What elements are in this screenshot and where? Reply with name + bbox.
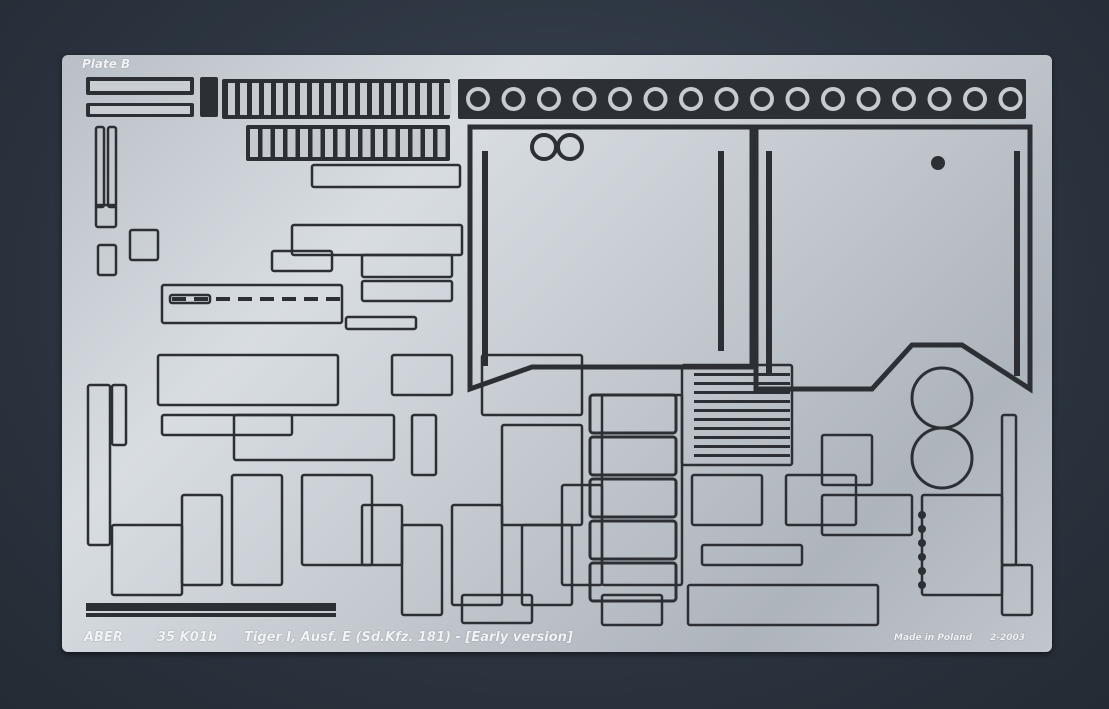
brand-label: ABER <box>84 630 123 645</box>
made-in-label: Made in Poland <box>894 633 973 643</box>
date-label: 2-2003 <box>990 633 1026 643</box>
plate-label: Plate B <box>82 57 131 71</box>
kit-code: 35 K01b <box>157 630 218 645</box>
kit-title: Tiger I, Ausf. E (Sd.Kfz. 181) - [Early … <box>244 630 573 645</box>
etched-parts-drawing <box>86 77 1034 627</box>
photo-etch-plate: Plate B ABER 35 K01b Tiger I, Ausf. E (S… <box>62 55 1052 652</box>
